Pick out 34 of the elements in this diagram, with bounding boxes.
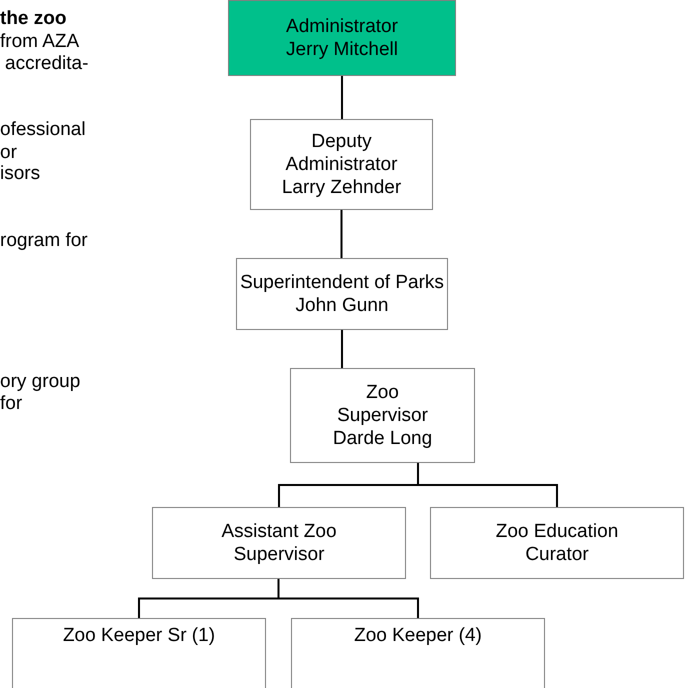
position-box [290, 368, 475, 463]
connector-line [278, 579, 419, 618]
connector-line [341, 76, 343, 119]
text-fragment: ofessional [0, 119, 86, 141]
position-title: Zoo Supervisor [336, 381, 429, 427]
person-name: Larry Zehnder [282, 176, 402, 199]
text-fragment: ory group [0, 371, 80, 393]
person-name: Darde Long [332, 427, 432, 450]
text-fragment: or [0, 142, 17, 164]
position-title: Assistant Zoo Supervisor [220, 520, 338, 566]
position-box [12, 618, 266, 688]
text-fragment: rogram for [0, 230, 88, 252]
connector-line [341, 330, 343, 368]
position-box [152, 507, 406, 579]
position-title: Administrator [286, 15, 398, 38]
position-title: Deputy Administrator [284, 130, 398, 176]
person-name: Jerry Mitchell [286, 38, 398, 61]
position-box [430, 507, 684, 579]
connector-line [417, 463, 558, 507]
position-box [236, 258, 448, 330]
position-title: Zoo Keeper (4) [354, 624, 482, 647]
text-fragment: isors [0, 163, 40, 185]
text-fragment: accredita- [5, 53, 88, 75]
position-title: Superintendent of Parks [240, 271, 444, 294]
position-box [291, 618, 545, 688]
position-title: Zoo Keeper Sr (1) [62, 624, 216, 647]
highlighted-position-box [228, 0, 456, 76]
position-box [250, 119, 433, 210]
text-fragment: for [0, 393, 22, 415]
position-title: Zoo Education Curator [494, 520, 620, 566]
person-name: John Gunn [296, 294, 388, 317]
text-heading: the zoo [0, 8, 66, 30]
text-fragment: from AZA [0, 31, 80, 53]
connector-line [340, 210, 342, 258]
